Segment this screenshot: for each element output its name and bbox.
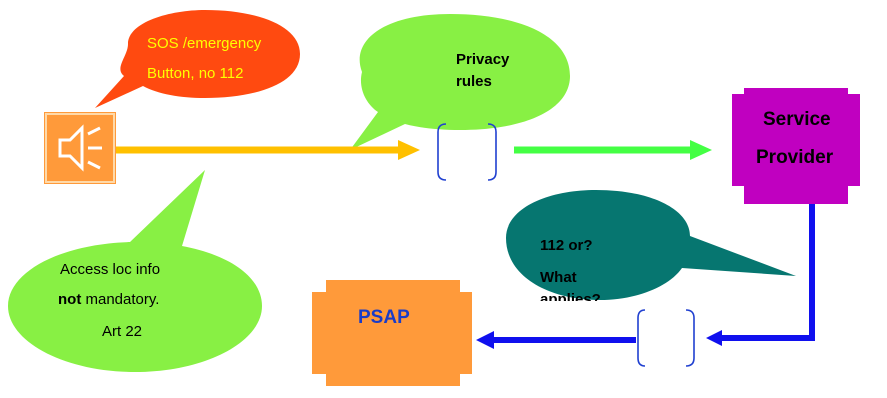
blue-arrow-lower bbox=[476, 331, 636, 349]
access-not-bold: not bbox=[58, 292, 82, 307]
access-line2: not mandatory. bbox=[58, 292, 204, 307]
yellow-arrow bbox=[116, 140, 420, 160]
privacy-line1: Privacy bbox=[456, 51, 510, 68]
emergency-button-device[interactable] bbox=[44, 112, 116, 184]
service-provider-node[interactable] bbox=[732, 88, 860, 204]
access-line1: Access loc info bbox=[60, 262, 161, 277]
sos-line1: SOS /emergency bbox=[147, 35, 262, 52]
green-arrow bbox=[514, 140, 712, 160]
service-line2: Provider bbox=[756, 148, 834, 167]
question-line2: What bbox=[540, 269, 577, 286]
service-line1: Service bbox=[763, 109, 831, 130]
access-bubble bbox=[8, 170, 262, 372]
psap-node[interactable] bbox=[312, 280, 472, 386]
privacy-bubble bbox=[350, 14, 570, 150]
blue-arrow-upper bbox=[706, 204, 815, 346]
sos-line2: Button, no 112 bbox=[147, 66, 244, 81]
bracket-pair-upper bbox=[437, 123, 497, 181]
question-line1: 112 or? bbox=[540, 237, 593, 254]
bracket-pair-lower bbox=[637, 309, 695, 367]
question-line3: applies? bbox=[540, 292, 601, 301]
access-line3: Art 22 bbox=[102, 323, 143, 340]
psap-label: PSAP bbox=[358, 307, 410, 328]
question-bubble bbox=[506, 190, 796, 300]
sos-bubble bbox=[95, 10, 300, 108]
speaker-icon bbox=[58, 124, 102, 172]
access-mandatory: mandatory. bbox=[81, 292, 160, 307]
privacy-line2: rules bbox=[456, 73, 492, 90]
